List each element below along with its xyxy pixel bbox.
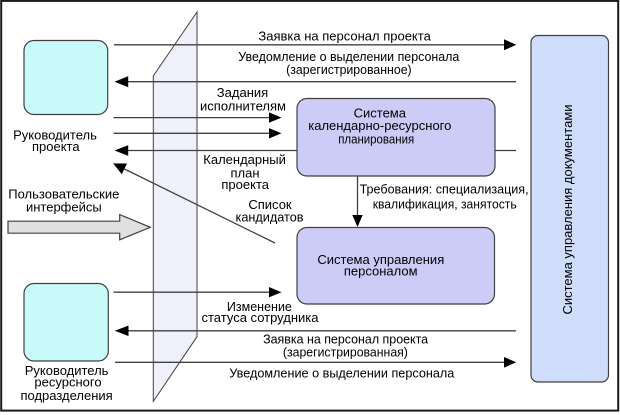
svg-text:Список: Список	[248, 197, 292, 212]
svg-text:Пользовательские: Пользовательские	[8, 186, 119, 201]
svg-text:(зарегистрированная): (зарегистрированная)	[283, 344, 408, 359]
svg-text:(зарегистрированное): (зарегистрированное)	[286, 62, 412, 77]
svg-text:Изменение: Изменение	[227, 299, 292, 314]
svg-text:Система управления документами: Система управления документами	[560, 104, 575, 314]
svg-text:квалификация, занятость: квалификация, занятость	[373, 196, 517, 211]
svg-text:планирования: планирования	[338, 132, 414, 147]
svg-text:Система: Система	[354, 105, 407, 120]
svg-text:проекта: проекта	[221, 177, 269, 192]
svg-text:Заявка на персонал проекта: Заявка на персонал проекта	[263, 332, 429, 347]
svg-text:персоналом: персоналом	[344, 264, 418, 279]
svg-text:Задания: Задания	[217, 85, 268, 100]
svg-text:проекта: проекта	[32, 139, 80, 154]
svg-text:Система управления: Система управления	[317, 252, 444, 267]
svg-text:план: план	[230, 166, 259, 181]
svg-text:Руководитель: Руководитель	[13, 127, 97, 142]
svg-text:Руководитель: Руководитель	[25, 363, 109, 378]
svg-text:статуса сотрудника: статуса сотрудника	[202, 310, 320, 325]
svg-text:интерфейсы: интерфейсы	[26, 199, 102, 214]
svg-text:исполнителям: исполнителям	[200, 98, 286, 113]
svg-text:Заявка на персонал проекта: Заявка на персонал проекта	[258, 29, 431, 44]
svg-text:подразделения: подразделения	[20, 388, 112, 403]
svg-text:Уведомление о выделении персон: Уведомление о выделении персонала	[229, 365, 455, 380]
svg-text:Календарный: Календарный	[203, 152, 286, 167]
svg-text:Требования: специализация,: Требования: специализация,	[360, 182, 529, 197]
svg-text:календарно-ресурсного: календарно-ресурсного	[308, 118, 451, 133]
svg-text:Уведомление о выделении персон: Уведомление о выделении персонала	[238, 49, 460, 64]
svg-text:кандидатов: кандидатов	[236, 210, 304, 225]
svg-text:ресурсного: ресурсного	[34, 374, 101, 389]
